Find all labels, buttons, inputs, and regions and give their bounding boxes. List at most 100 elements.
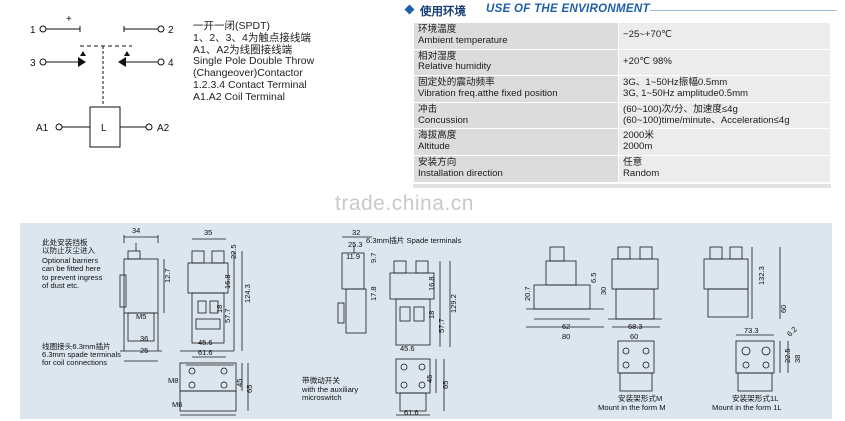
barrier-note-cn-2: 以防止灰尘进入	[42, 246, 96, 255]
dim-18b: 18	[427, 311, 436, 319]
mount-1l-caption-cn: 安装架形式1L	[732, 394, 779, 403]
value-cell: (60~100)次/分、加速度≤4g(60~100)time/minute、Ac…	[618, 101, 831, 130]
dim-35: 35	[204, 228, 212, 237]
mount-m-caption-cn: 安装架形式M	[618, 394, 663, 403]
environment-heading-cn: 使用环境	[420, 6, 466, 18]
dim-16-8: 16.8	[223, 274, 232, 289]
contactor-description: 一开一闭(SPDT) 1、2、3、4为触点接线端 A1、A2为线圈接线端 Sin…	[193, 20, 315, 104]
dim-38: 38	[793, 355, 802, 363]
environment-heading: 使用环境 USE OF THE ENVIRONMENT	[400, 0, 845, 20]
dim-m6: M6	[172, 400, 182, 409]
dim-18: 18	[215, 305, 224, 313]
terminal-1-label: 1	[30, 25, 36, 36]
desc-line: 1.2.3.4 Contact Terminal	[193, 78, 307, 91]
terminal-4-label: 4	[168, 58, 174, 69]
aux-switch-note-en: with the auxiliary microswitch	[302, 385, 359, 403]
dim-80: 80	[562, 332, 570, 341]
drawing-3-mount-m-front	[608, 246, 662, 328]
dim-45: 45	[235, 379, 244, 387]
drawing-1-front-view	[180, 238, 243, 366]
coil-label: L	[101, 123, 107, 134]
mount-m-caption-en: Mount in the form M	[598, 403, 666, 412]
dimension-drawings-panel: 34 35 22.5 12.7 16.8 124.3 57.7 18 36 25…	[20, 223, 832, 419]
dim-61-6b: 61.6	[404, 408, 419, 417]
dim-22-5b: 22.5	[783, 348, 792, 363]
dim-16-8b: 16.8	[427, 276, 436, 291]
drawing-3-mount-m-side	[526, 246, 604, 328]
barrier-note-en: Optional barriers can be fitted here to …	[42, 256, 103, 291]
coil-note-en: 6.3mm spade terminals for coil connectio…	[42, 350, 121, 368]
dim-65b: 65	[441, 381, 450, 389]
dim-9-7: 9.7	[369, 253, 378, 263]
watermark: trade.china.cn	[335, 192, 474, 215]
dim-132-3: 132.3	[757, 266, 766, 285]
desc-line: A1、A2为线圈接线端	[193, 43, 293, 56]
dim-30: 30	[599, 287, 608, 295]
desc-line: 一开一闭(SPDT)	[193, 20, 270, 32]
dim-34: 34	[132, 226, 140, 235]
dim-45-6: 45.6	[198, 338, 213, 347]
dim-45b: 45	[425, 375, 434, 383]
coil-note-cn: 线圈接头6.3mm插片	[42, 342, 111, 351]
value-cell: −25~+70℃	[618, 22, 831, 50]
value-cell: +20℃ 98%	[618, 48, 831, 77]
dim-45-6b: 45.6	[400, 344, 415, 353]
drawing-4-mount-1l-side	[703, 246, 781, 319]
heading-rule	[650, 10, 837, 11]
dim-61-6: 61.6	[198, 348, 213, 357]
dim-124-3: 124.3	[243, 284, 252, 303]
terminal-3-label: 3	[30, 58, 36, 69]
drawing-2-side-view	[337, 236, 372, 334]
spade-terminal-note: 6.3mm插片 Spade terminals	[366, 236, 462, 245]
drawing-1-side-view	[119, 235, 165, 362]
environment-heading-en: USE OF THE ENVIRONMENT	[486, 3, 650, 15]
spdt-schematic: 1 + 2 3 4 L A1 A2	[30, 14, 174, 148]
dim-6-5: 6.5	[589, 273, 598, 283]
dim-36: 36	[140, 334, 148, 343]
drawing-1-base-plate	[179, 362, 249, 416]
drawing-4-mount-1l-base	[735, 334, 789, 392]
drawing-2-front-view	[389, 260, 451, 347]
dim-12-7: 12.7	[163, 268, 172, 283]
dim-11-9: 11.9	[346, 252, 360, 261]
dim-17-8: 17.8	[369, 286, 378, 301]
dim-25-3: 25.3	[348, 240, 363, 249]
coil-terminal-a2: A2	[157, 123, 170, 134]
dimension-drawings: 34 35 22.5 12.7 16.8 124.3 57.7 18 36 25…	[119, 226, 802, 417]
plus-sign: +	[66, 14, 72, 25]
dim-60: 60	[630, 332, 638, 341]
dim-25: 25	[140, 346, 148, 355]
dim-m8: M8	[168, 376, 178, 385]
dim-22-5: 22.5	[229, 244, 238, 259]
dim-57-7: 57.7	[223, 308, 232, 323]
dim-129-2: 129.2	[449, 294, 458, 313]
desc-line: 1、2、3、4为触点接线端	[193, 31, 311, 44]
desc-line: Single Pole Double Throw	[193, 55, 315, 68]
dim-65: 65	[245, 385, 254, 393]
dim-20-7: 20.7	[523, 286, 532, 301]
terminal-2-label: 2	[168, 25, 174, 36]
dim-73-3: 73.3	[744, 326, 759, 335]
barrier-note-cn: 此处安装挡板	[42, 238, 88, 247]
mount-1l-caption-en: Mount in the form 1L	[712, 403, 782, 412]
desc-line: (Changeover)Contactor	[193, 67, 303, 80]
dim-60b: 60	[779, 305, 788, 313]
dim-32: 32	[352, 228, 360, 237]
dim-m5: M5	[136, 312, 146, 321]
diamond-bullet-icon	[404, 4, 415, 15]
dim-68-3: 68.3	[628, 322, 643, 331]
